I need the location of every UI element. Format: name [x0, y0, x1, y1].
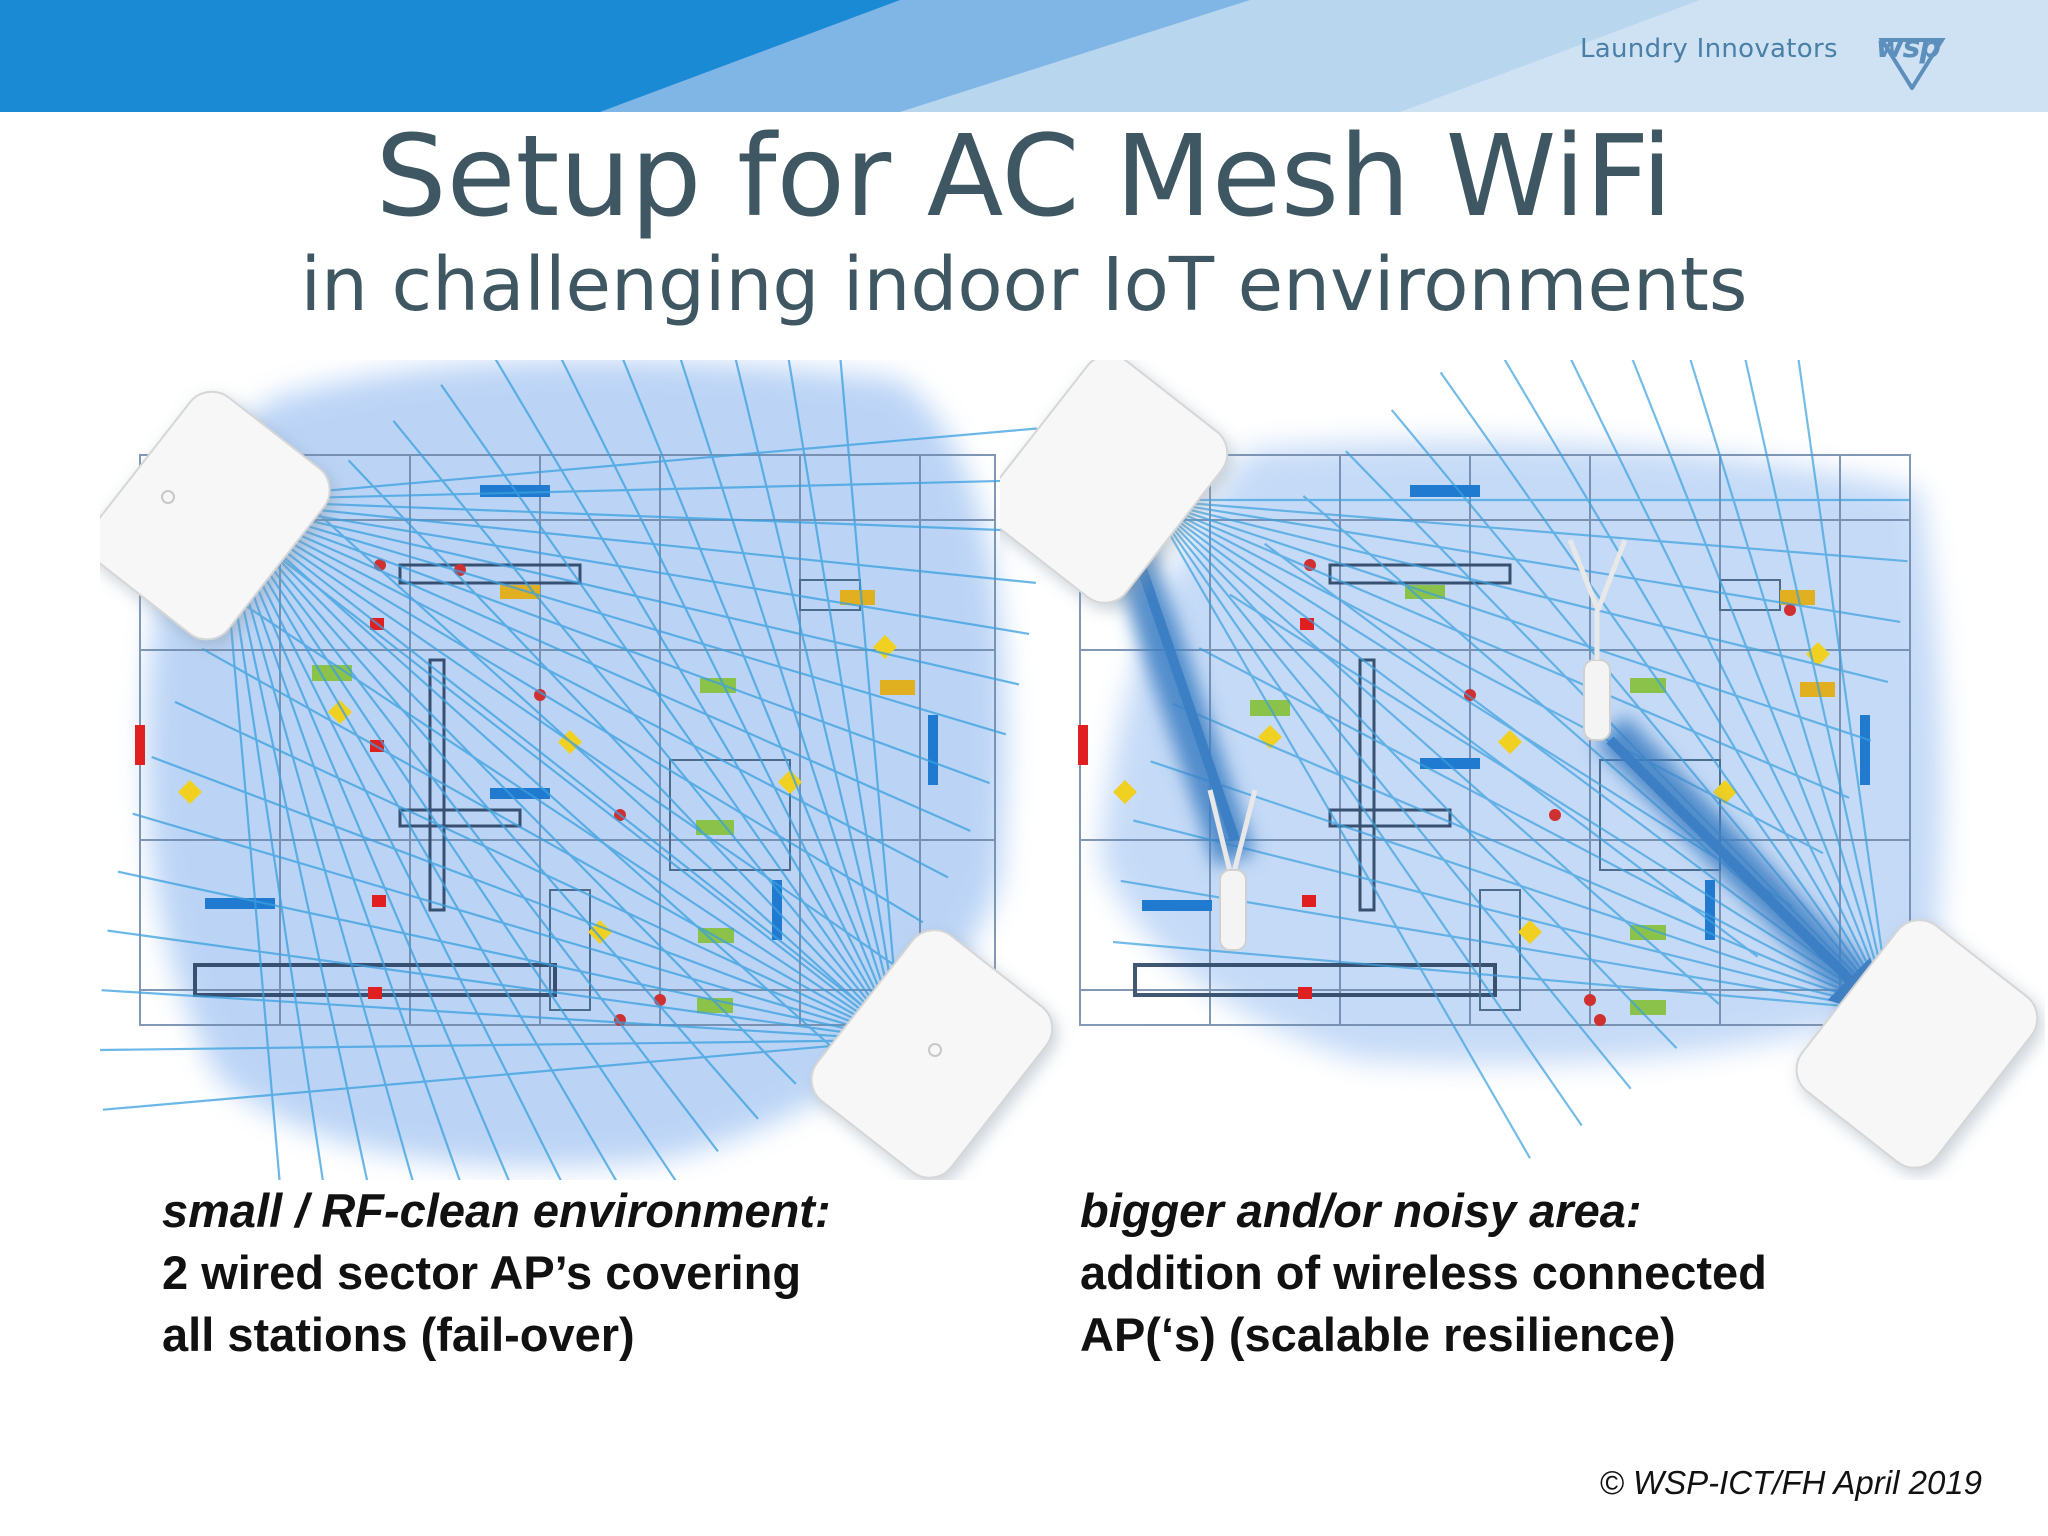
signal-ray — [218, 499, 414, 1180]
signal-ray — [1149, 498, 1901, 623]
signal-ray — [219, 499, 677, 1180]
caption-left-line2: all stations (fail-over) — [162, 1308, 635, 1361]
signal-ray — [679, 360, 902, 1041]
signal-ray — [494, 360, 901, 1041]
signal-ray — [1120, 879, 1891, 1012]
signal-ray — [1198, 647, 1891, 1011]
signal-ray — [219, 499, 797, 1085]
signal-ray — [218, 499, 461, 1180]
signal-ray — [101, 989, 901, 1042]
wsp-logo: wsp — [1860, 26, 1952, 92]
wireless-ap-right — [1567, 539, 1628, 741]
access-point-bottom-right — [1795, 919, 2039, 1169]
signal-ray — [622, 360, 902, 1041]
signal-ray — [1149, 498, 1889, 683]
floor-plan-labels — [135, 485, 938, 1026]
caption-right-line1: addition of wireless connected — [1080, 1246, 1767, 1299]
caption-right: bigger and/or noisy area: addition of wi… — [1080, 1180, 1767, 1366]
caption-right-line2: AP(‘s) (scalable resilience) — [1080, 1308, 1676, 1361]
signal-ray — [232, 596, 901, 1041]
signal-ray — [560, 360, 901, 1041]
signal-ray — [219, 427, 1037, 502]
signal-ray — [1631, 360, 1892, 1011]
signal-ray — [219, 498, 990, 785]
signal-ray — [219, 478, 1040, 502]
slide-subtitle: in challenging indoor IoT environments — [300, 242, 1748, 328]
signal-ray — [219, 498, 1007, 736]
signal-ray — [174, 700, 901, 1041]
wireless-ap-left — [1207, 789, 1258, 951]
signal-ray — [1149, 499, 1759, 958]
caption-left-line1: 2 wired sector AP’s covering — [162, 1246, 802, 1299]
signal-ray — [1149, 498, 1850, 799]
signal-ray — [117, 870, 901, 1042]
access-point-top-left — [100, 390, 331, 641]
signal-ray — [347, 459, 901, 1041]
signal-ray — [1149, 498, 1908, 563]
signal-ray — [1744, 360, 1892, 1011]
signal-ray — [132, 812, 901, 1042]
brand-tagline: Laundry Innovators — [1580, 34, 1838, 64]
signal-rays — [100, 360, 1040, 1180]
signal-ray — [1149, 499, 1632, 1090]
signal-ray — [1149, 499, 1793, 908]
signal-ray — [1172, 702, 1891, 1012]
wsp-logo-text: wsp — [1875, 30, 1941, 65]
signal-ray — [218, 499, 510, 1180]
signal-ray — [1229, 593, 1891, 1011]
signal-ray — [734, 360, 902, 1041]
signal-ray — [1439, 371, 1891, 1011]
access-point-top-left — [1000, 360, 1229, 604]
copyright-footer: © WSP-ICT/FH April 2019 — [1599, 1464, 1983, 1501]
caption-left-heading: small / RF-clean environment: — [162, 1184, 831, 1237]
signal-ray — [219, 498, 1040, 533]
signal-ray — [1150, 760, 1891, 1012]
signal-ray — [1503, 360, 1891, 1011]
diagram-left-wired-aps — [100, 360, 1080, 1180]
signal-ray — [1149, 499, 1583, 1127]
signal-ray — [787, 360, 902, 1041]
signal-ray — [440, 384, 901, 1041]
signal-ray — [1133, 819, 1891, 1012]
signal-ray — [1797, 360, 1892, 1011]
signal-ray — [201, 647, 901, 1041]
signal-ray — [1149, 499, 1678, 1049]
access-point-bottom-right — [810, 929, 1054, 1179]
signal-ray — [100, 1038, 901, 1052]
signal-ray — [219, 498, 1020, 686]
signal-ray — [218, 499, 369, 1180]
signal-ray — [219, 498, 971, 832]
signal-ray — [218, 499, 324, 1180]
signal-ray — [219, 498, 1036, 584]
signal-ray — [219, 499, 866, 1008]
signal-ray — [1149, 499, 1531, 1159]
slide-title: Setup for AC Mesh WiFi — [375, 112, 1673, 242]
signal-ray — [219, 499, 562, 1180]
signal-ray — [151, 755, 901, 1042]
signal-ray — [107, 929, 901, 1042]
signal-ray — [219, 499, 896, 967]
signal-ray — [102, 1038, 901, 1111]
signal-ray — [839, 360, 902, 1041]
header-band — [0, 0, 2048, 112]
signal-ray — [1112, 940, 1891, 1012]
coverage-area — [1100, 441, 1943, 1064]
signal-ray — [1689, 360, 1892, 1011]
signal-ray — [219, 499, 618, 1180]
signal-ray — [267, 548, 901, 1041]
diagram-right-wireless-mesh — [1000, 360, 2045, 1180]
signal-ray — [218, 499, 281, 1180]
caption-right-heading: bigger and/or noisy area: — [1080, 1184, 1642, 1237]
signal-ray — [1570, 360, 1891, 1011]
signal-ray — [392, 420, 901, 1041]
signal-ray — [306, 502, 901, 1041]
signal-ray — [219, 498, 1030, 635]
caption-left: small / RF-clean environment: 2 wired se… — [162, 1180, 831, 1366]
